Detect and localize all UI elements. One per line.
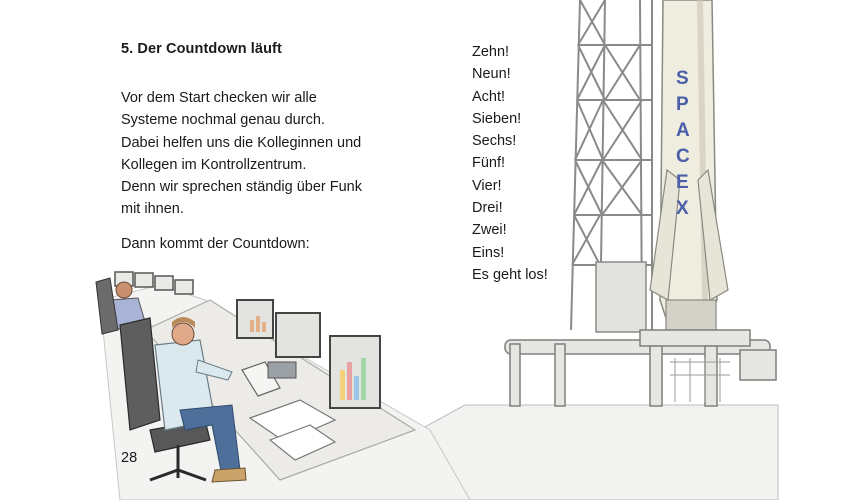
launch-pad-illustration: S P A C E X	[409, 0, 779, 500]
paragraph-line: Dabei helfen uns die Kolleginnen und	[121, 134, 362, 151]
countdown-item: Sechs!	[472, 133, 517, 150]
countdown-item: Acht!	[472, 88, 506, 105]
svg-text:E: E	[676, 172, 689, 193]
countdown-item: Es geht los!	[472, 266, 548, 283]
paragraph-line: mit ihnen.	[121, 201, 184, 218]
countdown-list: Zehn! Neun! Acht! Sieben! Sechs! Fünf! V…	[472, 41, 548, 286]
countdown-item: Fünf!	[472, 155, 506, 172]
paragraph-line: Kollegen im Kontrollzentrum.	[121, 156, 307, 173]
page-heading: 5. Der Countdown läuft	[121, 41, 282, 57]
paragraph-line: Vor dem Start checken wir alle	[121, 90, 317, 106]
svg-text:P: P	[676, 94, 689, 115]
countdown-item: Drei!	[472, 200, 503, 217]
countdown-item: Zehn!	[472, 44, 510, 60]
countdown-item: Zwei!	[472, 222, 507, 239]
countdown-intro: Dann kommt der Countdown:	[121, 236, 310, 252]
countdown-item: Eins!	[472, 244, 505, 261]
control-room-illustration	[95, 271, 471, 500]
page-number: 28	[121, 450, 138, 466]
countdown-item: Vier!	[472, 177, 502, 194]
svg-text:X: X	[676, 198, 689, 219]
countdown-item: Neun!	[472, 66, 511, 83]
paragraph-line: Systeme nochmal genau durch.	[121, 112, 325, 129]
countdown-item: Sieben!	[472, 110, 522, 127]
rocket-lettering: S P A C E X	[676, 68, 690, 219]
body-paragraph: Vor dem Start checken wir alle Systeme n…	[121, 87, 362, 221]
paragraph-line: Denn wir sprechen ständig über Funk	[121, 179, 362, 196]
svg-text:A: A	[676, 120, 690, 141]
svg-text:S: S	[676, 68, 689, 89]
svg-text:C: C	[676, 146, 690, 167]
